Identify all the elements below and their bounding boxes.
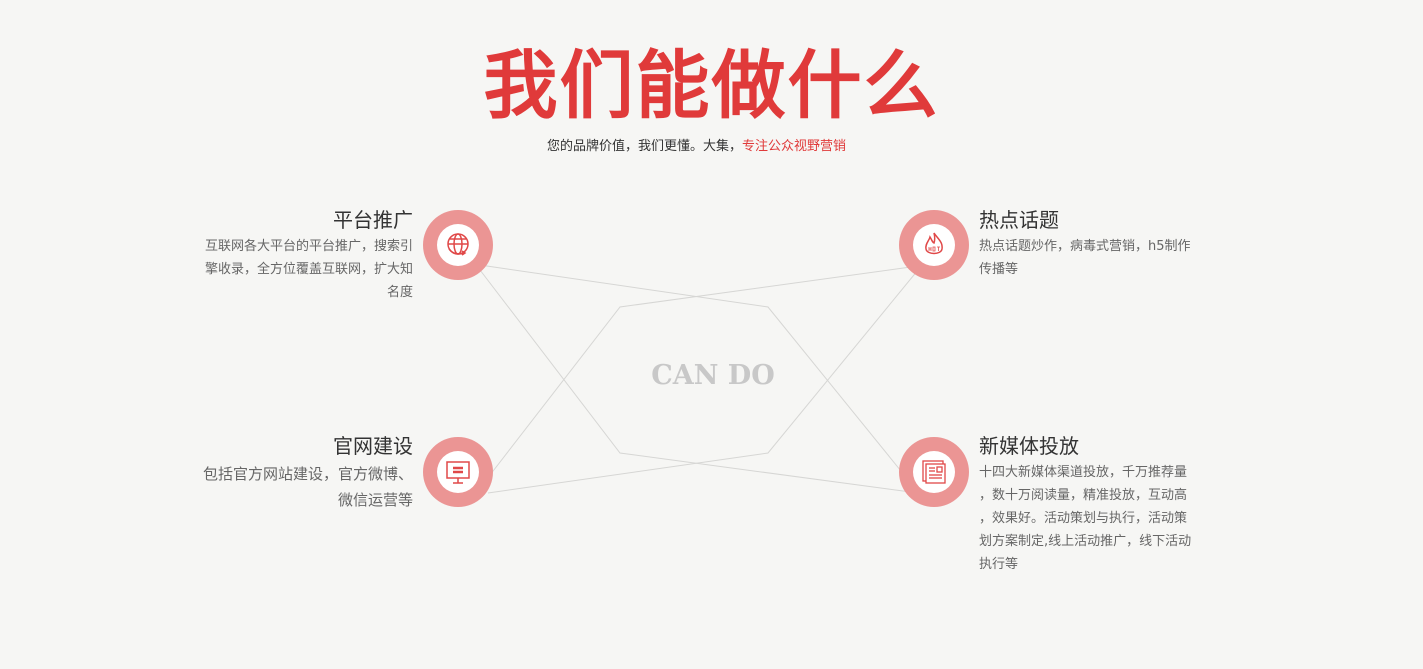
item-line: ，数十万阅读量，精准投放，互动高 bbox=[979, 488, 1188, 503]
item-line: 执行等 bbox=[979, 557, 1019, 572]
item-title: 新媒体投放 bbox=[979, 434, 1079, 458]
item-line: 互联网各大平台的平台推广，搜索引 bbox=[204, 239, 413, 254]
page-title: 我们能做什么 bbox=[483, 43, 940, 129]
media-circle bbox=[899, 437, 969, 507]
item-line: 名度 bbox=[386, 285, 413, 300]
platform-circle bbox=[423, 210, 493, 280]
monitor-icon bbox=[446, 461, 470, 484]
connector-line bbox=[489, 265, 919, 476]
connector-line bbox=[479, 264, 919, 493]
item-platform: 平台推广 互联网各大平台的平台推广，搜索引擎收录，全方位覆盖互联网，扩大知名度 bbox=[113, 207, 413, 304]
item-line: 传播等 bbox=[979, 262, 1019, 277]
item-line: 包括官方网站建设，官方微博、 bbox=[202, 465, 413, 483]
item-line: 十四大新媒体渠道投放，千万推荐量 bbox=[979, 465, 1188, 480]
hot-circle bbox=[899, 210, 969, 280]
item-website: 官网建设 包括官方网站建设，官方微博、微信运营等 bbox=[113, 433, 413, 513]
item-title: 平台推广 bbox=[333, 208, 413, 232]
newspaper-icon bbox=[922, 460, 946, 484]
item-title: 热点话题 bbox=[979, 208, 1059, 232]
item-line: ，效果好。活动策划与执行，活动策 bbox=[979, 511, 1188, 526]
item-media: 新媒体投放 十四大新媒体渠道投放，千万推荐量 ，数十万阅读量，精准投放，互动高 ，效… bbox=[979, 433, 1279, 576]
item-line: 微信运营等 bbox=[337, 491, 413, 509]
item-title: 官网建设 bbox=[333, 434, 413, 458]
item-line: 擎收录，全方位覆盖互联网，扩大知 bbox=[204, 262, 413, 277]
subtitle-text: 您的品牌价值，我们更懂。大集， bbox=[546, 139, 742, 154]
subtitle-highlight: 专注公众视野营销 bbox=[742, 139, 847, 154]
connector-line bbox=[479, 269, 919, 494]
can-do-label: CAN DO bbox=[651, 360, 775, 391]
website-circle bbox=[423, 437, 493, 507]
connector-line bbox=[487, 269, 919, 494]
item-hot: 热点话题 热点话题炒作，病毒式营销，h5制作传播等 bbox=[979, 207, 1279, 281]
subtitle: 您的品牌价值，我们更懂。大集，专注公众视野营销 bbox=[0, 138, 1393, 156]
item-line: 热点话题炒作，病毒式营销，h5制作 bbox=[979, 239, 1191, 254]
hot-flame-icon bbox=[925, 232, 943, 255]
globe-icon bbox=[447, 233, 469, 256]
item-line: 划方案制定,线上活动推广，线下活动 bbox=[979, 534, 1192, 549]
